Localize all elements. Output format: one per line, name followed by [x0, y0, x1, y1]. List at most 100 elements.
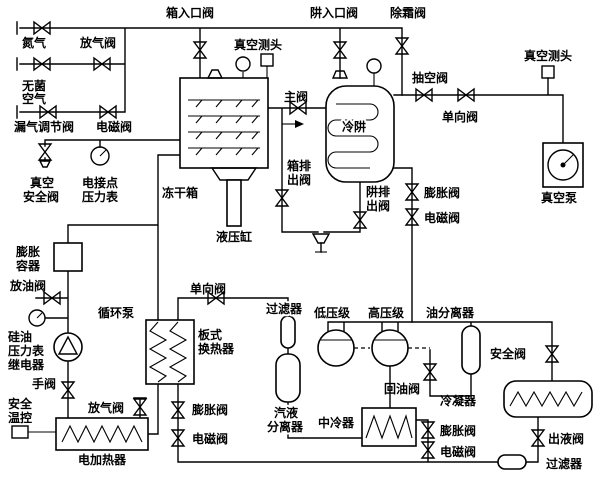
lp-compressor-body: [317, 329, 355, 367]
label-intercooler: 中冷器: [318, 415, 355, 430]
pipe-discharge-liquid: [177, 349, 539, 463]
label-sterile-air-1: 无菌: [21, 78, 46, 93]
plate-hx-body: [145, 319, 195, 385]
trap-top-cap: [331, 70, 349, 79]
label-silicone-1: 硅油: [8, 329, 32, 344]
pipe-suction-compressors: [177, 297, 553, 439]
vacuum-safety-valve-funnel: [38, 160, 52, 168]
label-expansion-vessel-2: 容器: [15, 258, 41, 273]
label-leak-adjust-valve: 漏气调节阀: [14, 119, 74, 134]
silicone-gauge-icon: [28, 309, 46, 327]
label-defrost-valve: 除霜阀: [390, 5, 426, 20]
filter-mid-body: [280, 315, 296, 349]
trap-gauge-icon: [366, 58, 382, 74]
hydraulic-cylinder-body: [226, 179, 242, 227]
label-vent-valve-top: 放气阀: [79, 35, 116, 50]
label-silicone-3: 继电器: [8, 357, 45, 372]
label-chamber-drain-2: 出阀: [287, 172, 311, 187]
label-contact-gauge-2: 压力表: [82, 189, 119, 204]
hp-compressor-body: [371, 329, 409, 367]
safety-thermostat-sensor: [11, 425, 29, 439]
label-box-inlet-valve: 箱入口阀: [166, 5, 214, 20]
pipe-gauge-line: [44, 139, 181, 162]
label-oil-drain: 放油阀: [9, 278, 46, 293]
trap-coil: [327, 103, 379, 169]
condenser-body: [503, 380, 593, 418]
label-contact-gauge-1: 电接点: [82, 175, 118, 190]
oil-separator-body: [461, 325, 481, 375]
label-trap-drain-1: 阱排: [366, 184, 390, 199]
label-check-valve-top: 单向阀: [442, 109, 478, 124]
refrigeration-equipment: [275, 315, 593, 470]
label-vacuum-safety-2: 安全阀: [23, 189, 59, 204]
label-hp-stage: 高压级: [368, 305, 404, 320]
vapor-liquid-separator-body: [275, 353, 301, 403]
label-trap-drain-2: 出阀: [366, 198, 390, 213]
pump-rotor: [547, 149, 579, 181]
label-liquid-out: 出液阀: [548, 431, 584, 446]
filter-bottom-body: [497, 454, 527, 470]
circulation-pump-impeller: [57, 335, 79, 355]
drain-funnel: [311, 233, 331, 244]
label-nitrogen: 氮气: [22, 35, 46, 50]
label-plate-hx-1: 板式: [198, 327, 222, 342]
chamber-body: [179, 77, 269, 169]
label-vent-valve-bottom: 放气阀: [87, 400, 124, 415]
expansion-vessel-body: [53, 242, 83, 272]
label-filter-mid: 过滤器: [266, 301, 303, 316]
label-solenoid-left: 电磁阀: [96, 119, 132, 134]
label-freeze-chamber: 冻干箱: [162, 185, 198, 200]
label-evacuate-valve: 抽空阀: [412, 70, 448, 85]
chamber-shelves: [188, 99, 260, 156]
label-filter-bottom: 过滤器: [546, 456, 583, 471]
label-plate-hx-2: 换热器: [198, 341, 235, 356]
label-trap-inlet-valve: 阱入口阀: [310, 6, 358, 20]
label-vacuum-pump: 真空泵: [541, 190, 577, 205]
label-safety-valve: 安全阀: [490, 346, 526, 361]
label-safety-thermo-2: 温控: [8, 410, 32, 425]
label-main-valve: 主阀: [284, 89, 308, 104]
vacuum-probe-right-icon: [541, 65, 555, 79]
label-vacuum-probe-right: 真空测头: [524, 48, 572, 63]
intercooler-body: [361, 407, 417, 447]
instruments: [28, 53, 555, 327]
label-expansion-hx: 膨胀阀: [191, 402, 228, 417]
intercooler-coil: [365, 414, 413, 440]
label-silicone-2: 压力表: [8, 343, 45, 358]
main-valve-arrow-head: [295, 120, 304, 128]
contact-pressure-gauge-icon: [90, 146, 110, 166]
condenser-coil: [509, 390, 583, 408]
label-expansion-vessel-1: 膨胀: [15, 244, 40, 259]
cold-trap-vessel: [325, 58, 395, 183]
pipe-top-inlets: [19, 27, 403, 113]
label-check-valve-mid: 单向阀: [190, 281, 226, 296]
pipe-vacuum-line: [393, 77, 564, 144]
label-expansion-ic: 膨胀阀: [439, 423, 476, 438]
label-cold-trap: 冷阱: [342, 119, 366, 134]
vacuum-pump-unit: [542, 142, 584, 188]
silicone-gauge-needle: [36, 312, 43, 319]
label-hydraulic-cylinder: 液压缸: [216, 229, 252, 244]
labels: 箱入口阀 阱入口阀 除霜阀 氮气 放气阀 真空测头 无菌 空气 漏气调节阀 电磁…: [8, 5, 584, 471]
chamber-base: [210, 167, 258, 181]
label-vls-2: 分离器: [267, 419, 304, 434]
pump-vane: [562, 153, 575, 166]
plate-hx-coil-left: [148, 321, 168, 383]
contact-gauge-needle: [99, 149, 107, 157]
label-solenoid-trap: 电磁阀: [424, 210, 460, 225]
label-vacuum-probe-center: 真空测头: [234, 37, 282, 52]
vacuum-probe-center-icon: [260, 53, 274, 67]
label-oil-return: 回油阀: [384, 381, 420, 396]
label-condenser: 冷凝器: [440, 393, 477, 408]
label-oil-separator: 油分离器: [426, 305, 475, 320]
label-circulation-pump: 循环泵: [98, 305, 134, 320]
freeze-dry-chamber-vessel: [179, 69, 269, 227]
pipe-network: [16, 21, 564, 463]
plate-hx-coil-right: [168, 321, 188, 383]
trap-body: [325, 85, 395, 183]
label-lp-stage: 低压级: [313, 305, 350, 320]
electric-heater-body: [55, 417, 149, 451]
label-safety-thermo-1: 安全: [8, 396, 33, 411]
label-electric-heater: 电加热器: [78, 452, 127, 467]
